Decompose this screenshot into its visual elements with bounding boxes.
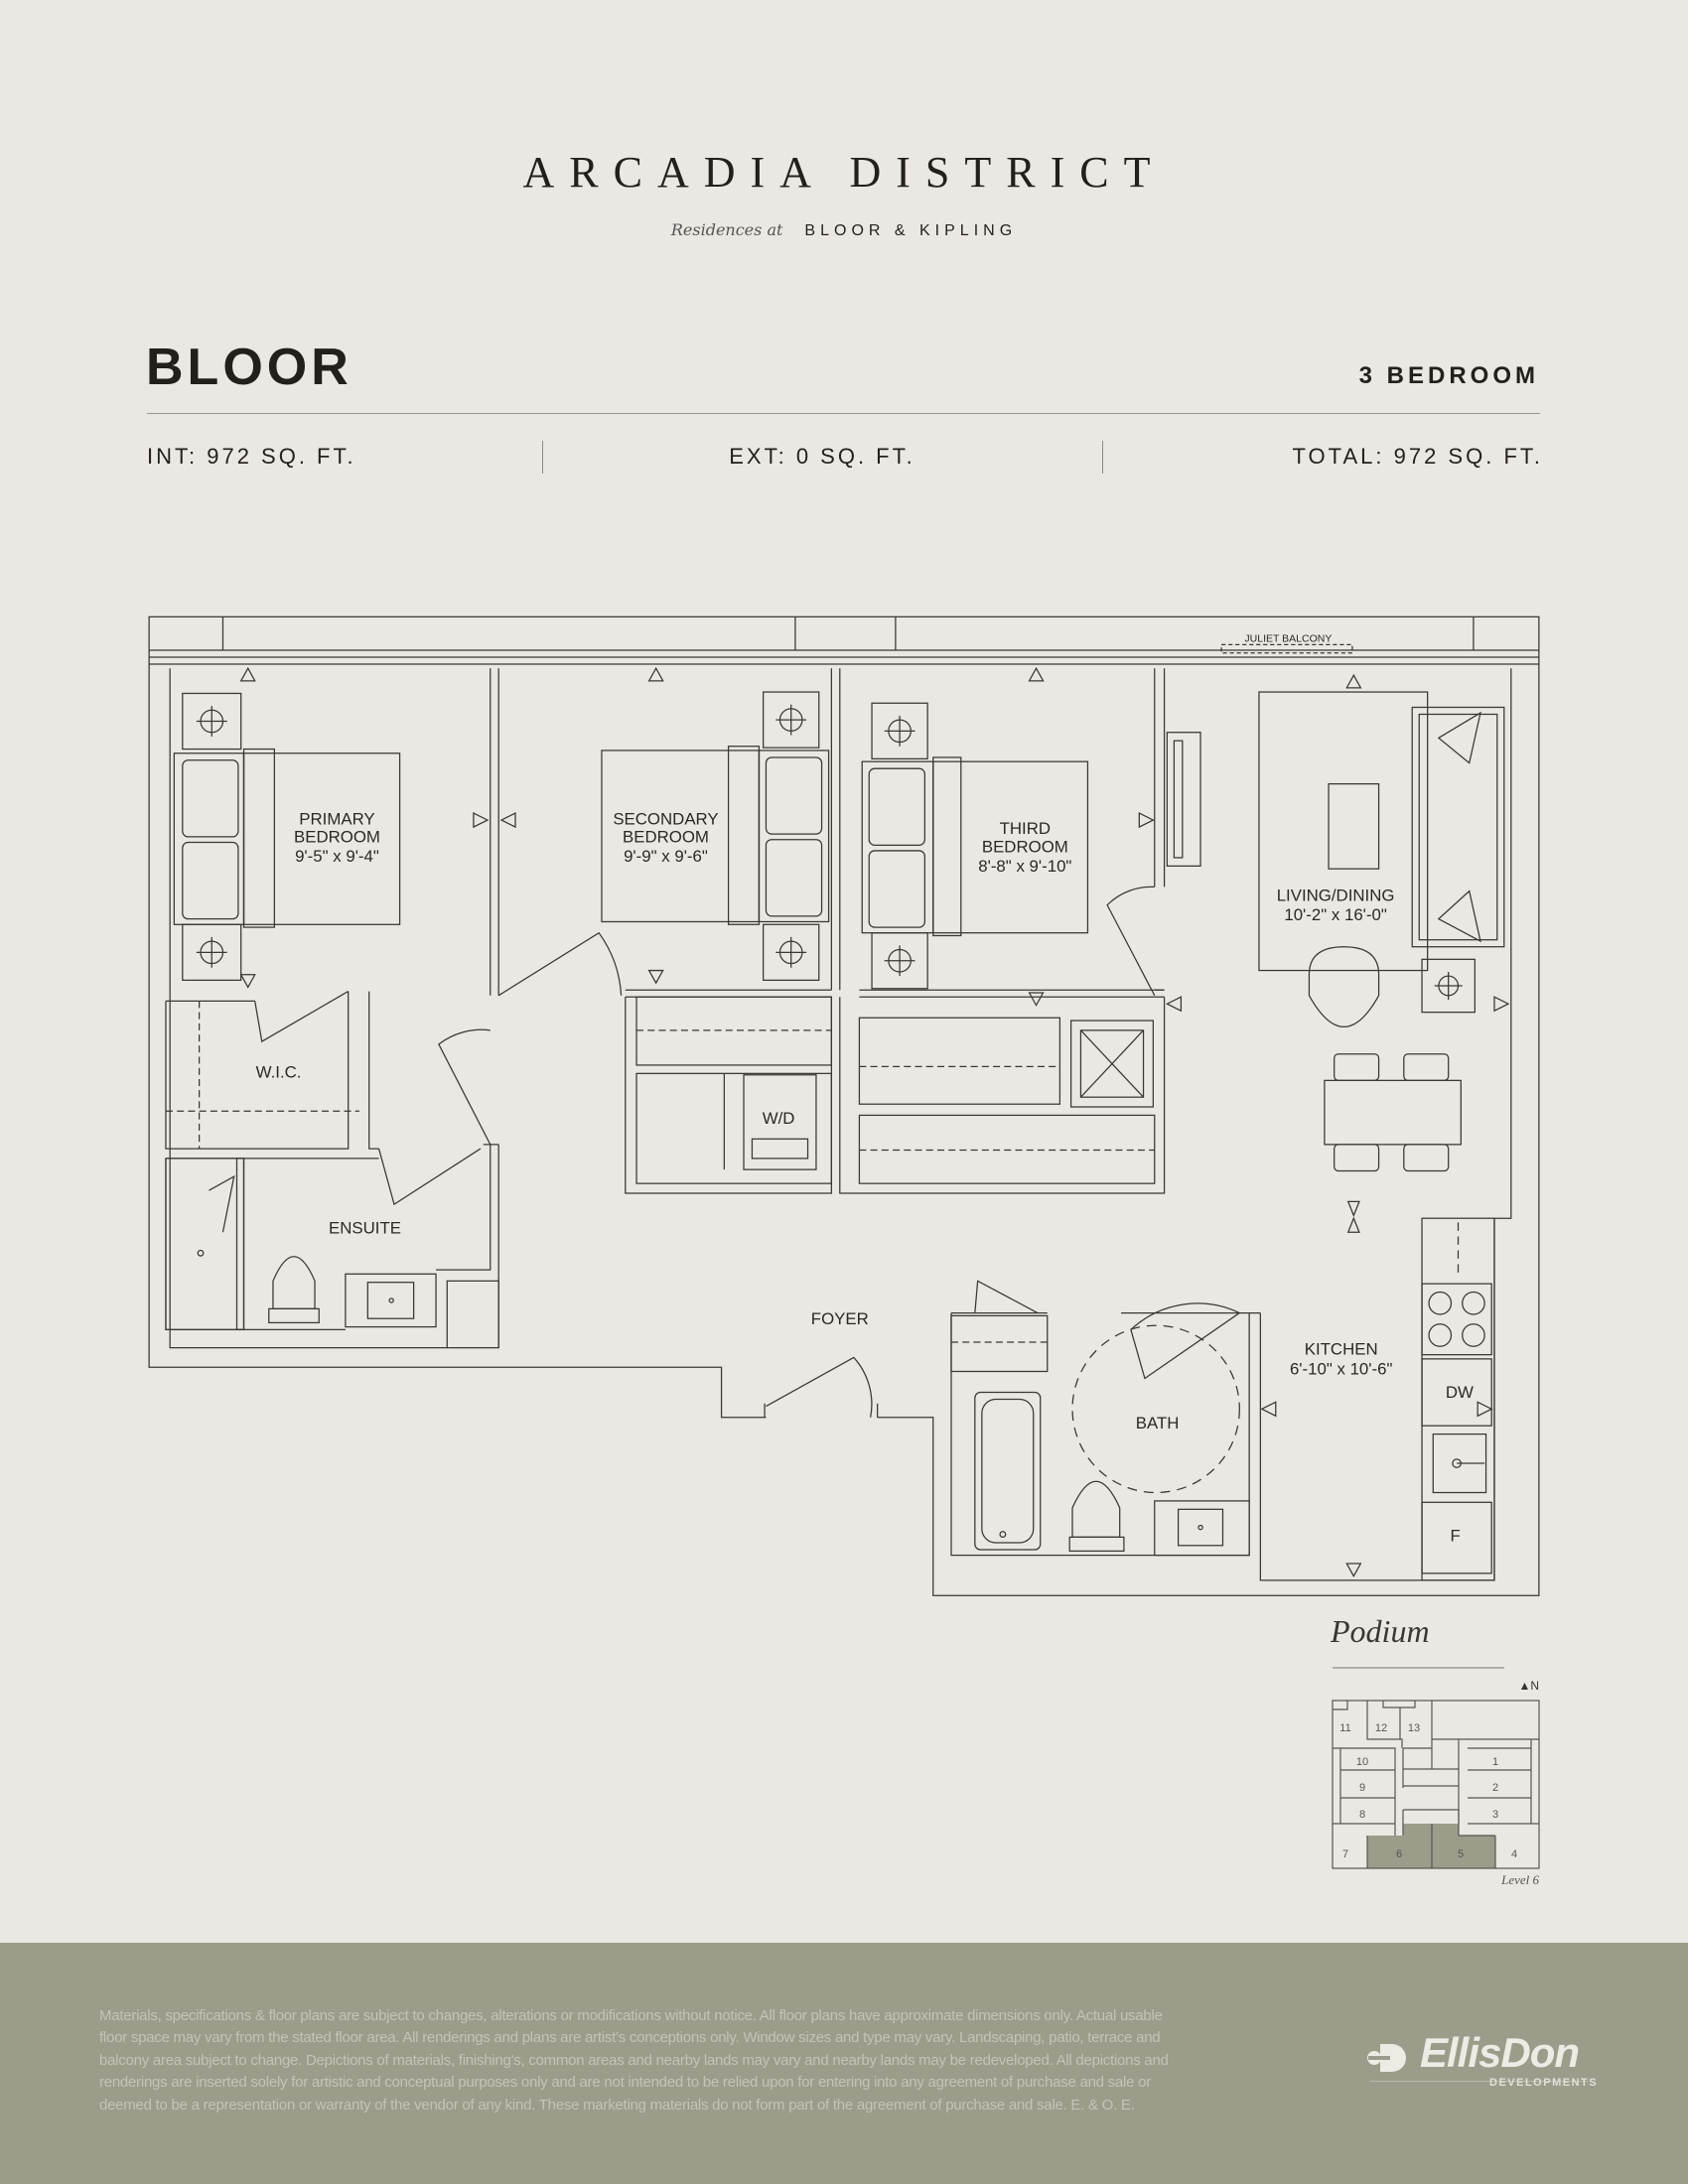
disclaimer-line: Materials, specifications & floor plans … (99, 2007, 1163, 2024)
divider (1102, 441, 1103, 474)
keyplan-unit-5 (1432, 1824, 1495, 1868)
closets (165, 996, 1156, 1373)
label-fridge: F (1451, 1527, 1461, 1546)
room-dims-secondary: 9'-9" x 9'-6" (624, 847, 708, 866)
keyplan-unit-label: 3 (1492, 1809, 1498, 1821)
north-arrow-icon: ▲N (1518, 1679, 1539, 1693)
ellisdon-logo-subtitle: DEVELOPMENTS (1489, 2077, 1599, 2089)
divider (147, 413, 1540, 414)
divider (542, 441, 543, 474)
exterior-area: EXT: 0 SQ. FT. (729, 444, 915, 469)
script-tagline: Residences at (670, 220, 783, 239)
room-dims-primary: 9'-5" x 9'-4" (295, 847, 379, 866)
room-dims-kitchen: 6'-10" x 10'-6" (1290, 1359, 1393, 1378)
keyplan-unit-label: 11 (1339, 1722, 1350, 1734)
room-label-living: LIVING/DINING (1277, 886, 1395, 904)
room-label-wic: W.I.C. (256, 1063, 302, 1082)
bath-fixtures (974, 1324, 1250, 1557)
ensuite-fixtures (165, 1158, 437, 1331)
room-label-third: BEDROOM (982, 837, 1068, 856)
keyplan-unit-label: 13 (1408, 1722, 1420, 1734)
room-label-foyer: FOYER (811, 1309, 869, 1328)
primary-bedroom-furniture (173, 692, 401, 982)
footer: Materials, specifications & floor plans … (0, 1943, 1688, 2184)
keyplan-unit-6 (1367, 1824, 1432, 1868)
keyplan-unit-label: 4 (1511, 1848, 1517, 1860)
keyplan-unit-label: 5 (1458, 1848, 1464, 1860)
interior-area: INT: 972 SQ. FT. (147, 444, 356, 469)
disclaimer-line: balcony area subject to change. Depictio… (99, 2052, 1169, 2069)
room-dims-third: 8'-8" x 9'-10" (978, 857, 1071, 876)
unit-name: BLOOR (146, 339, 352, 396)
keyplan-unit-label: 6 (1396, 1848, 1402, 1860)
keyplan-unit-label: 9 (1359, 1782, 1365, 1794)
divider (1370, 2081, 1589, 2082)
room-label-kitchen: KITCHEN (1305, 1340, 1378, 1359)
keyplan-unit-label: 12 (1375, 1722, 1387, 1734)
keyplan-unit-label: 2 (1492, 1782, 1498, 1794)
brand-subtitle: Residences at BLOOR & KIPLING (0, 220, 1688, 240)
disclaimer-line: floor space may vary from the stated flo… (99, 2029, 1161, 2046)
room-label-primary: PRIMARY (299, 809, 374, 828)
keyplan-unit-label: 8 (1359, 1809, 1365, 1821)
door-arrows (239, 666, 1510, 1577)
living-furniture (1258, 691, 1505, 1172)
kitchen-fixtures (1421, 1217, 1495, 1581)
juliet-balcony-rail (1220, 643, 1353, 654)
unit-type: 3 BEDROOM (1358, 362, 1539, 389)
total-area: TOTAL: 972 SQ. FT. (1292, 444, 1543, 469)
exterior-walls (148, 615, 1540, 1596)
room-label-bath: BATH (1136, 1414, 1180, 1433)
room-label-primary: BEDROOM (294, 828, 380, 847)
label-washer-dryer: W/D (763, 1109, 795, 1128)
room-label-secondary: BEDROOM (623, 828, 709, 847)
room-dims-living: 10'-2" x 16'-0" (1284, 905, 1387, 924)
juliet-balcony-label: JULIET BALCONY (1244, 633, 1332, 645)
ellisdon-logo-icon (1367, 2044, 1406, 2072)
doors (254, 886, 1240, 1418)
room-label-ensuite: ENSUITE (329, 1219, 401, 1238)
disclaimer-line: renderings are inserted solely for artis… (99, 2074, 1151, 2091)
keyplan-unit-label: 1 (1492, 1756, 1498, 1768)
brand-title: ARCADIA DISTRICT (522, 148, 1166, 197)
disclaimer-line: deemed to be a representation or warrant… (99, 2097, 1135, 2114)
secondary-bedroom-furniture (601, 691, 830, 982)
keyplan-title: Podium (1331, 1613, 1430, 1649)
keyplan-unit-label: 7 (1342, 1848, 1348, 1860)
keyplan-highlight (1367, 1824, 1495, 1868)
room-label-third: THIRD (1000, 819, 1051, 838)
location: BLOOR & KIPLING (804, 222, 1018, 239)
keyplan-unit-label: 10 (1356, 1756, 1368, 1768)
third-bedroom-furniture (861, 702, 1201, 990)
ellisdon-logo: EllisDon (1420, 2029, 1580, 2076)
keyplan-level: Level 6 (1500, 1872, 1539, 1887)
label-dishwasher: DW (1446, 1383, 1474, 1402)
room-label-secondary: SECONDARY (613, 809, 718, 828)
